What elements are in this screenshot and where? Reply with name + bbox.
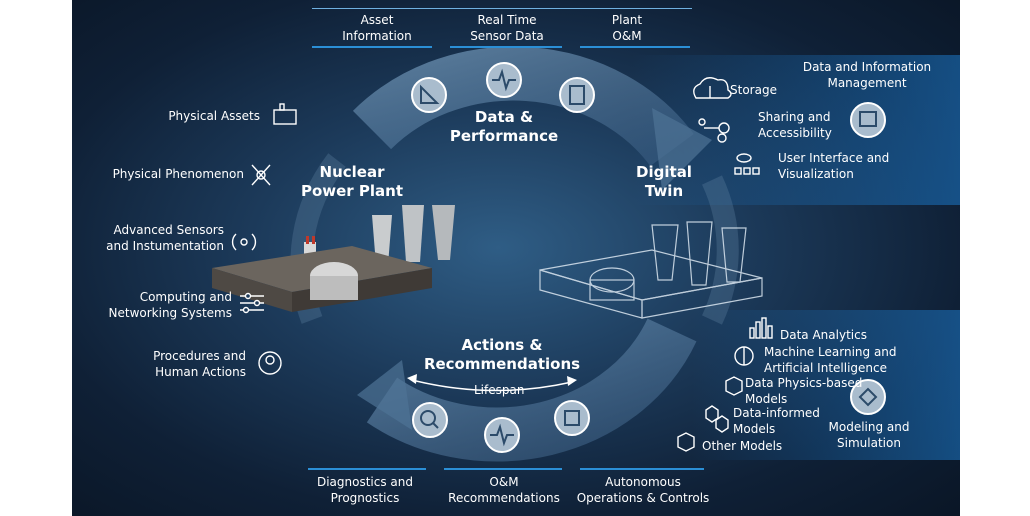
nuclear-power-plant-title: Nuclear Power Plant — [300, 163, 404, 200]
computing-label: Computing and Networking Systems — [108, 290, 232, 320]
data-management-title: Data and Information Management — [802, 60, 932, 90]
data-informed-label: Data-informed Models — [733, 406, 820, 436]
diag-topline — [308, 468, 426, 470]
actions-recommendations-title: Actions & Recommendations — [423, 336, 581, 373]
asset-underline — [312, 46, 432, 48]
user-interface-label: User Interface and Visualization — [778, 151, 890, 181]
physics-models-label: Data Physics-based Models — [745, 376, 863, 406]
brain-network-icon — [734, 346, 754, 366]
om-topline — [444, 468, 562, 470]
key-network-icon — [698, 118, 730, 143]
user-circle-icon — [258, 351, 282, 375]
sliders-icon — [240, 292, 264, 314]
diagnostics-label: Diagnostics and Prognostics — [316, 475, 414, 505]
procedures-label: Procedures and Human Actions — [153, 349, 246, 379]
digital-twin-image — [539, 221, 763, 319]
digital-twin-title: Digital Twin — [636, 163, 692, 200]
sensor-waves-icon — [231, 233, 257, 251]
top-divider — [312, 8, 692, 9]
pulse-icon — [486, 62, 522, 98]
sensor-data-label: Real Time Sensor Data — [470, 13, 544, 43]
pulse-icon-bottom — [484, 417, 520, 453]
clipboard-icon — [559, 77, 595, 113]
sensors-label: Advanced Sensors and Instumentation — [106, 223, 224, 253]
physical-phenomenon-label: Physical Phenomenon — [112, 167, 244, 181]
cycle-graphic — [212, 46, 886, 462]
chip-icon — [554, 400, 590, 436]
modeling-panel — [692, 310, 960, 460]
physical-assets-label: Physical Assets — [168, 109, 260, 123]
plant-underline — [580, 46, 690, 48]
other-models-label: Other Models — [702, 439, 783, 453]
plant-om-label: Plant O&M — [611, 13, 643, 43]
eye-hierarchy-icon — [734, 153, 760, 175]
storage-label: Storage — [730, 83, 777, 97]
diagram-canvas: Asset Information Real Time Sensor Data … — [72, 0, 960, 516]
autonomous-label: Autonomous Operations & Controls — [576, 475, 710, 505]
search-icon — [412, 402, 448, 438]
lifespan-timeline — [407, 374, 577, 392]
modeling-simulation-title: Modeling and Simulation — [828, 420, 910, 450]
phenomenon-icon — [251, 164, 271, 186]
machine-learning-label: Machine Learning and Artificial Intellig… — [764, 345, 897, 375]
data-analytics-label: Data Analytics — [780, 328, 867, 342]
physical-assets-icon — [273, 103, 297, 125]
cube-icon — [725, 376, 743, 396]
sharing-label: Sharing and Accessibility — [758, 110, 832, 140]
sensor-underline — [450, 46, 562, 48]
cubes-icon — [705, 405, 729, 433]
nuclear-plant-image — [212, 205, 455, 312]
cube-outline-icon — [677, 432, 695, 452]
modeling-icon — [850, 379, 886, 415]
asset-information-label: Asset Information — [342, 13, 412, 43]
cloud-icon — [693, 77, 732, 99]
bar-chart-icon — [749, 317, 773, 339]
data-performance-title: Data & Performance — [449, 108, 559, 145]
triangle-ruler-icon — [411, 77, 447, 113]
lifespan-label: Lifespan — [474, 383, 525, 397]
auto-topline — [580, 468, 704, 470]
data-management-icon — [850, 102, 886, 138]
om-recommendations-label: O&M Recommendations — [448, 475, 560, 505]
